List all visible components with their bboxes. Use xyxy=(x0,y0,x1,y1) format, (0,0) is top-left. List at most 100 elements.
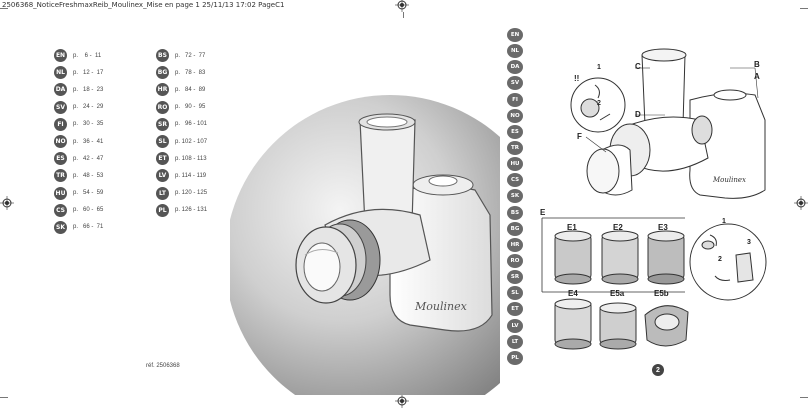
language-entry: SV p. 24 - 29 xyxy=(54,99,144,116)
spine-tab-da: DA xyxy=(507,60,523,75)
language-page-range: p. 90 - 95 xyxy=(175,104,206,111)
label-e1: E1 xyxy=(567,223,577,232)
registration-mark-left-icon xyxy=(0,196,14,210)
label-b: B xyxy=(754,60,760,69)
spine-tab-hr: HR xyxy=(507,237,523,252)
step-2-inset-b: 2 xyxy=(718,256,722,263)
language-entry: SK p. 66 - 71 xyxy=(54,219,144,236)
drum-e5b xyxy=(644,305,689,347)
spine-tab-ro: RO xyxy=(507,253,523,268)
spine-tab-cs: CS xyxy=(507,173,523,188)
spine-tab-lv: LV xyxy=(507,318,523,333)
language-page-range: p. 72 - 77 xyxy=(175,52,206,59)
language-code-badge: HU xyxy=(54,186,67,200)
language-code-badge: ET xyxy=(156,152,169,166)
brand-logo-small: Moulinex xyxy=(712,176,746,184)
spine-tab-et: ET xyxy=(507,302,523,317)
product-illustration: Moulinex xyxy=(225,95,555,408)
language-code-badge: ES xyxy=(54,152,67,166)
crop-mark xyxy=(0,8,8,9)
spine-tab-tr: TR xyxy=(507,140,523,155)
spine-tab-no: NO xyxy=(507,108,523,123)
page-number: 2 xyxy=(652,364,664,376)
language-code-badge: BS xyxy=(156,49,169,63)
crop-mark xyxy=(800,8,808,9)
language-code-badge: NO xyxy=(54,135,67,149)
label-e2: E2 xyxy=(613,223,623,232)
language-code-badge: FI xyxy=(54,117,67,131)
step-2-inset-a: 2 xyxy=(597,100,601,107)
language-page-range: p. 108 - 113 xyxy=(175,155,207,162)
label-d: D xyxy=(635,110,641,119)
label-a: A xyxy=(754,72,760,81)
language-page-range: p. 48 - 53 xyxy=(73,172,104,179)
grating-drum-e3 xyxy=(647,230,685,285)
language-entry: BG p. 78 - 83 xyxy=(156,64,246,81)
crop-mark xyxy=(403,12,404,18)
language-code-badge: RO xyxy=(156,100,169,114)
brand-logo: Moulinex xyxy=(414,300,468,313)
spine-tab-es: ES xyxy=(507,124,523,139)
language-entry: SL p. 102 - 107 xyxy=(156,133,246,150)
print-header: 2506368_NoticeFreshmaxReib_Moulinex_Mise… xyxy=(2,1,285,9)
spine-tab-hu: HU xyxy=(507,157,523,172)
language-code-badge: LV xyxy=(156,169,169,183)
spine-tab-sk: SK xyxy=(507,189,523,204)
language-entry: PL p. 126 - 131 xyxy=(156,202,246,219)
label-f: F xyxy=(577,132,582,141)
language-page-range: p. 6 - 11 xyxy=(73,52,102,59)
spine-tab-pl: PL xyxy=(507,350,523,365)
reference-number: réf. 2506368 xyxy=(146,363,180,369)
language-code-badge: PL xyxy=(156,203,169,217)
label-e: E xyxy=(540,208,546,217)
spine-tab-sr: SR xyxy=(507,270,523,285)
step-1-inset-b: 1 xyxy=(722,218,726,225)
language-page-range: p. 66 - 71 xyxy=(73,224,104,231)
language-code-badge: SL xyxy=(156,135,169,149)
language-page-range: p. 126 - 131 xyxy=(175,207,208,214)
spine-tab-lt: LT xyxy=(507,334,523,349)
language-page-range: p. 102 - 107 xyxy=(175,138,208,145)
language-code-badge: SV xyxy=(54,100,67,114)
spine-tab-fi: FI xyxy=(507,92,523,107)
spine-tab-nl: NL xyxy=(507,44,523,59)
assembly-detail-inset xyxy=(689,223,767,301)
parts-diagram: Moulinex xyxy=(540,40,805,400)
spine-tab-sv: SV xyxy=(507,76,523,91)
label-c: C xyxy=(635,62,641,71)
language-code-badge: EN xyxy=(54,49,67,63)
label-e4: E4 xyxy=(568,289,578,298)
registration-mark-top-icon xyxy=(395,0,409,12)
language-code-badge: CS xyxy=(54,203,67,217)
language-page-range: p. 18 - 23 xyxy=(73,86,104,93)
language-entry: BS p. 72 - 77 xyxy=(156,47,246,64)
spine-tab-bg: BG xyxy=(507,221,523,236)
language-page-range: p. 54 - 59 xyxy=(73,190,104,197)
grating-drum-e1 xyxy=(554,230,592,285)
step-1-inset-a: 1 xyxy=(597,64,601,71)
language-code-badge: BG xyxy=(156,66,169,80)
language-code-badge: HR xyxy=(156,83,169,97)
label-e5b: E5b xyxy=(654,289,669,298)
language-page-range: p. 78 - 83 xyxy=(175,69,206,76)
language-page-range: p. 42 - 47 xyxy=(73,155,104,162)
language-code-badge: LT xyxy=(156,186,169,200)
language-page-range: p. 24 - 29 xyxy=(73,104,104,111)
language-code-badge: SK xyxy=(54,220,67,234)
crop-mark xyxy=(0,397,8,398)
registration-mark-right-icon xyxy=(794,196,808,210)
spine-tab-en: EN xyxy=(507,28,523,42)
